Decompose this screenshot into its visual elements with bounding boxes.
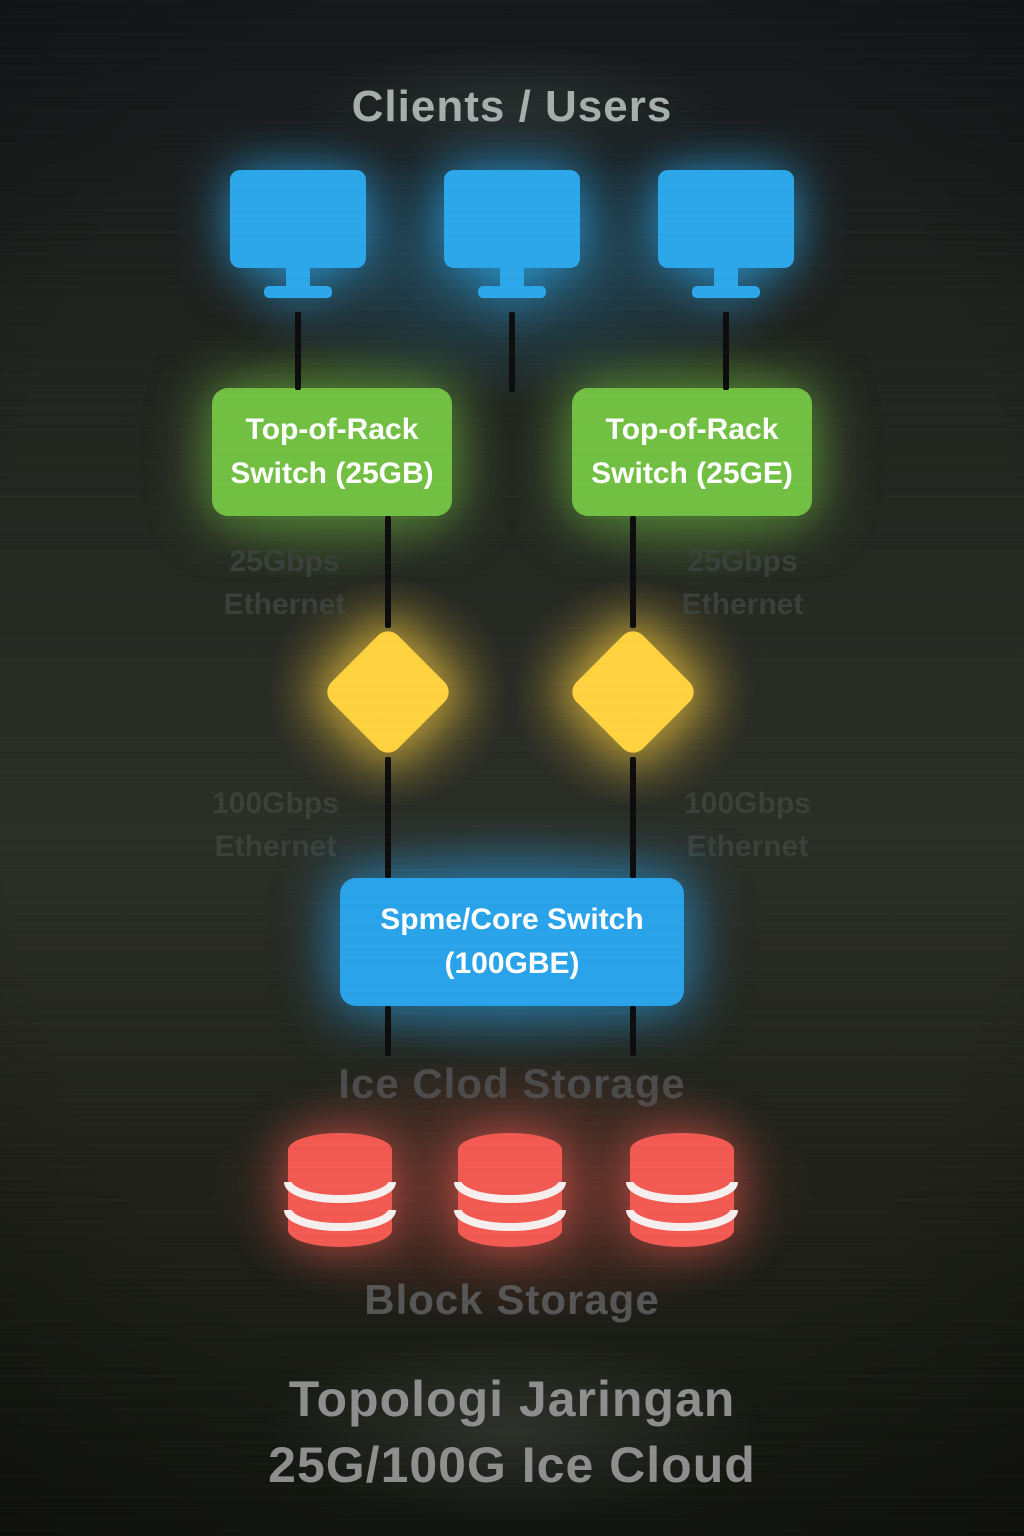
client-monitor-icon-right xyxy=(658,170,794,298)
aggregation-node-icon-left xyxy=(321,625,455,759)
link-label-100g-left-medium: Ethernet xyxy=(214,830,337,863)
link-line-25g-right xyxy=(630,516,636,628)
link-line-client-right xyxy=(723,312,729,390)
link-line-100g-right xyxy=(630,757,636,878)
tor-switch-left-label-line2: Switch (25GB) xyxy=(230,457,434,490)
link-label-100g-left-speed: 100Gbps xyxy=(212,787,339,820)
core-switch: Spme/Core Switch (100GBE) xyxy=(340,878,684,1006)
link-label-100g-left: 100Gbps Ethernet xyxy=(183,782,368,868)
link-line-100g-left xyxy=(385,757,391,878)
diagram-footer-title: Topologi Jaringan 25G/100G Ice Cloud xyxy=(0,1366,1024,1498)
link-label-25g-left-speed: 25Gbps xyxy=(229,545,340,578)
link-label-25g-right: 25Gbps Ethernet xyxy=(650,540,835,626)
client-monitor-icon-left xyxy=(230,170,366,298)
core-switch-label-line1: Spme/Core Switch xyxy=(380,903,644,936)
link-label-25g-left-medium: Ethernet xyxy=(223,588,346,621)
tor-switch-right-label-line2: Switch (25GE) xyxy=(591,457,793,490)
link-line-client-left xyxy=(295,312,301,390)
aggregation-node-icon-right xyxy=(566,625,700,759)
link-label-100g-right-speed: 100Gbps xyxy=(684,787,811,820)
tor-switch-right-label-line1: Top-of-Rack xyxy=(605,413,779,446)
block-storage-caption: Block Storage xyxy=(364,1276,660,1323)
database-cylinder-icon-center xyxy=(454,1133,566,1247)
database-cylinder-icon-right xyxy=(626,1133,738,1247)
client-monitor-icon-center xyxy=(444,170,580,298)
tor-switch-right: Top-of-Rack Switch (25GE) xyxy=(572,388,812,516)
tor-switch-left: Top-of-Rack Switch (25GB) xyxy=(212,388,452,516)
link-label-25g-right-speed: 25Gbps xyxy=(687,545,798,578)
link-label-100g-right-medium: Ethernet xyxy=(686,830,809,863)
link-line-storage-right xyxy=(630,1006,636,1056)
footer-title-line2: 25G/100G Ice Cloud xyxy=(268,1437,756,1493)
link-label-100g-right: 100Gbps Ethernet xyxy=(655,782,840,868)
link-line-storage-left xyxy=(385,1006,391,1056)
link-line-client-center xyxy=(509,312,515,392)
core-switch-label-line2: (100GBE) xyxy=(444,947,580,980)
clients-section-title: Clients / Users xyxy=(351,82,673,131)
storage-section-title: Ice Clod Storage xyxy=(338,1060,686,1107)
link-label-25g-right-medium: Ethernet xyxy=(681,588,804,621)
footer-title-line1: Topologi Jaringan xyxy=(288,1371,736,1427)
tor-switch-left-label-line1: Top-of-Rack xyxy=(245,413,419,446)
database-cylinder-icon-left xyxy=(284,1133,396,1247)
link-label-25g-left: 25Gbps Ethernet xyxy=(192,540,377,626)
link-line-25g-left xyxy=(385,516,391,628)
